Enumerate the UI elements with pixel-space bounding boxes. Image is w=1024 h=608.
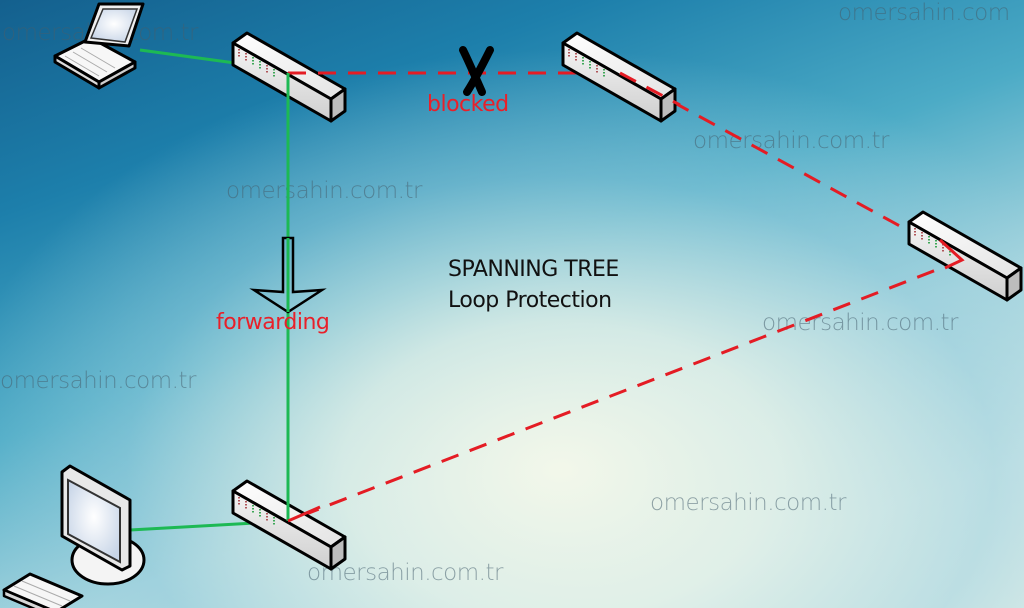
link-tail (938, 238, 965, 270)
link-tail (619, 71, 681, 107)
link-desktop-switch4 (129, 521, 256, 532)
desktop-pc-icon[interactable] (2, 464, 146, 608)
link-laptop-switch1 (139, 48, 236, 65)
switch-icon[interactable] (907, 210, 1023, 302)
link-switch3-switch4 (287, 258, 963, 523)
watermark: omersahin.com (838, 0, 1010, 26)
blocked-label: blocked (427, 92, 509, 117)
blocked-x-icon (459, 46, 494, 96)
title-line-2: Loop Protection (448, 288, 612, 313)
title-line-1: SPANNING TREE (448, 257, 619, 282)
watermark: omersahin.com.tr (762, 310, 958, 336)
watermark: omersahin.com.tr (650, 490, 846, 516)
switch-icon[interactable] (561, 31, 677, 123)
laptop-icon[interactable] (53, 2, 145, 90)
forwarding-label: forwarding (216, 310, 330, 335)
link-tail (287, 505, 321, 523)
watermark: omersahin.com.tr (0, 368, 196, 394)
diagram-title: SPANNING TREE Loop Protection (448, 254, 619, 316)
forwarding-arrow-icon (249, 236, 327, 314)
watermark: omersahin.com.tr (226, 178, 422, 204)
